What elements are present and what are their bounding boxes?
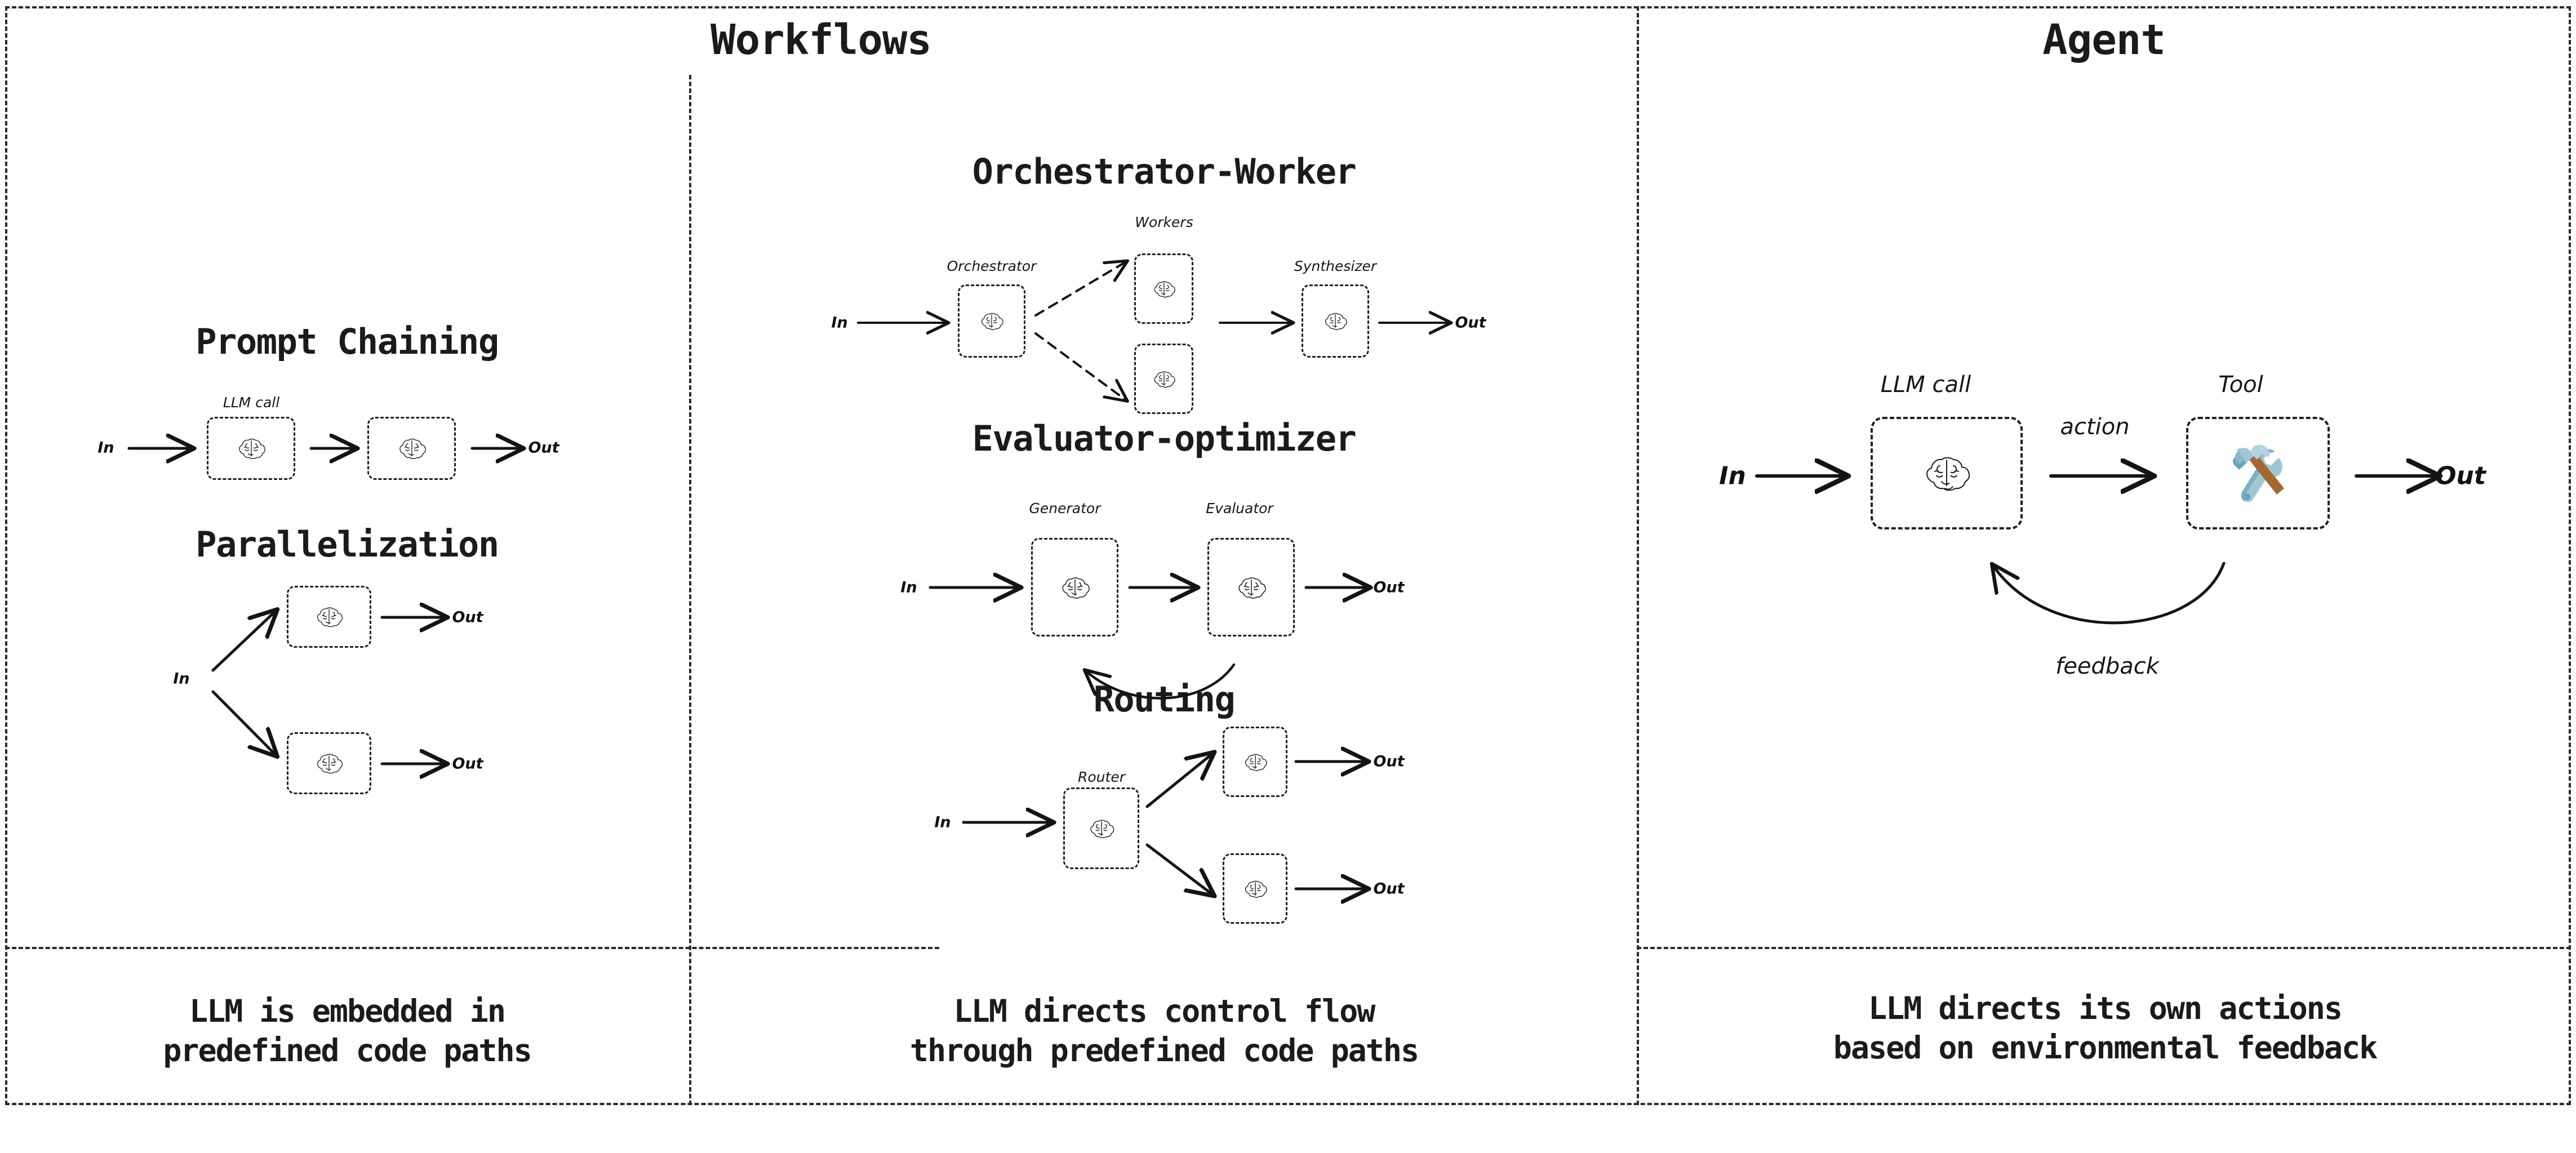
node-label-agent-feedback: feedback [2055, 653, 2159, 679]
brain-icon [317, 607, 343, 627]
arrow-agent-feedback-tool-to-llm [1993, 562, 2226, 625]
caption-workflows-left: LLM is embedded in predefined code paths [5, 991, 689, 1071]
node-label-generator: Generator [1029, 500, 1101, 517]
terminal-in-orchestrator-worker: In [831, 314, 848, 332]
brain-icon [1245, 880, 1267, 898]
brain-icon [1926, 457, 1970, 491]
node-label-router: Router [1078, 769, 1125, 785]
column-header-agent: Agent [2042, 16, 2166, 64]
node-agent-tool[interactable] [2186, 417, 2330, 529]
caption-line-2: predefined code paths [163, 1032, 532, 1069]
arrow-router-to-target2 [1145, 843, 1213, 894]
node-evaluator[interactable] [1207, 538, 1295, 636]
arrow-in-to-branch1 [211, 611, 276, 672]
terminal-in-agent: In [1719, 461, 1746, 491]
arrow-orchestrator-to-worker1 [1034, 262, 1126, 317]
arrow-router-to-target1 [1145, 754, 1213, 808]
terminal-out-agent: Out [2435, 461, 2486, 491]
node-parallel-branch-1[interactable] [287, 586, 371, 648]
terminal-in-prompt-chaining: In [97, 439, 114, 457]
pattern-title-parallelization: Parallelization [196, 524, 499, 565]
terminal-in-parallelization: In [173, 670, 190, 688]
terminal-out-evaluator-optimizer: Out [1373, 578, 1405, 596]
caption-line-1: LLM directs its own actions [1868, 990, 2343, 1026]
divider-caption-workflows [5, 947, 939, 949]
node-route-target-2[interactable] [1223, 853, 1287, 924]
brain-icon [1154, 281, 1175, 297]
brain-icon [1062, 577, 1090, 599]
brain-icon [1090, 819, 1114, 838]
brain-icon [1154, 371, 1175, 388]
pattern-title-prompt-chaining: Prompt Chaining [196, 321, 499, 362]
node-generator[interactable] [1031, 538, 1118, 636]
caption-agent: LLM directs its own actions based on env… [1639, 989, 2571, 1068]
node-route-target-1[interactable] [1223, 727, 1287, 797]
node-llm-call-1[interactable] [207, 417, 295, 480]
node-label-llm-call: LLM call [223, 394, 280, 411]
node-label-workers: Workers [1135, 214, 1193, 230]
terminal-out-routing-bottom: Out [1373, 880, 1405, 898]
pattern-title-orchestrator-worker: Orchestrator-Worker [972, 151, 1357, 192]
caption-line-2: through predefined code paths [909, 1032, 1419, 1069]
pattern-title-routing: Routing [1093, 679, 1236, 720]
column-header-workflows: Workflows [710, 16, 932, 64]
terminal-out-parallelization-top: Out [452, 608, 483, 626]
brain-icon [317, 754, 343, 774]
divider-workflows-agent [1637, 6, 1639, 1105]
caption-line-2: based on environmental feedback [1833, 1030, 2378, 1066]
node-parallel-branch-2[interactable] [287, 732, 371, 794]
terminal-in-evaluator-optimizer: In [900, 578, 917, 596]
divider-workflows-columns [689, 75, 691, 1105]
node-llm-call-2[interactable] [367, 417, 456, 480]
node-label-evaluator: Evaluator [1206, 500, 1273, 517]
arrow-in-to-branch2 [211, 690, 276, 755]
brain-icon [1238, 577, 1266, 599]
caption-line-1: LLM is embedded in [189, 993, 506, 1029]
caption-workflows-right: LLM directs control flow through predefi… [691, 991, 1637, 1071]
node-worker-2[interactable] [1134, 344, 1193, 414]
arrow-orchestrator-to-worker2 [1034, 332, 1126, 400]
caption-line-1: LLM directs control flow [953, 993, 1376, 1029]
brain-icon [1325, 313, 1347, 330]
node-label-agent-action: action [2060, 414, 2130, 440]
terminal-in-routing: In [934, 813, 951, 831]
terminal-out-prompt-chaining: Out [528, 439, 559, 457]
node-worker-1[interactable] [1134, 253, 1193, 324]
pattern-title-evaluator-optimizer: Evaluator-optimizer [972, 418, 1357, 459]
node-label-agent-tool: Tool [2218, 372, 2263, 398]
brain-icon [981, 313, 1003, 330]
node-synthesizer[interactable] [1302, 284, 1369, 358]
terminal-out-routing-top: Out [1373, 753, 1405, 771]
node-agent-llm-call[interactable] [1871, 417, 2023, 529]
node-label-synthesizer: Synthesizer [1294, 258, 1377, 274]
terminal-out-parallelization-bottom: Out [452, 755, 483, 773]
brain-icon [238, 438, 265, 460]
node-label-orchestrator: Orchestrator [947, 258, 1037, 274]
divider-caption-agent [1637, 947, 2571, 949]
brain-icon [1245, 754, 1267, 771]
node-router[interactable] [1063, 787, 1139, 869]
node-label-agent-llm-call: LLM call [1880, 372, 1971, 398]
hammer-and-wrench-icon [2232, 444, 2284, 502]
brain-icon [399, 438, 426, 460]
node-orchestrator[interactable] [958, 284, 1025, 358]
terminal-out-orchestrator-worker: Out [1455, 314, 1486, 332]
